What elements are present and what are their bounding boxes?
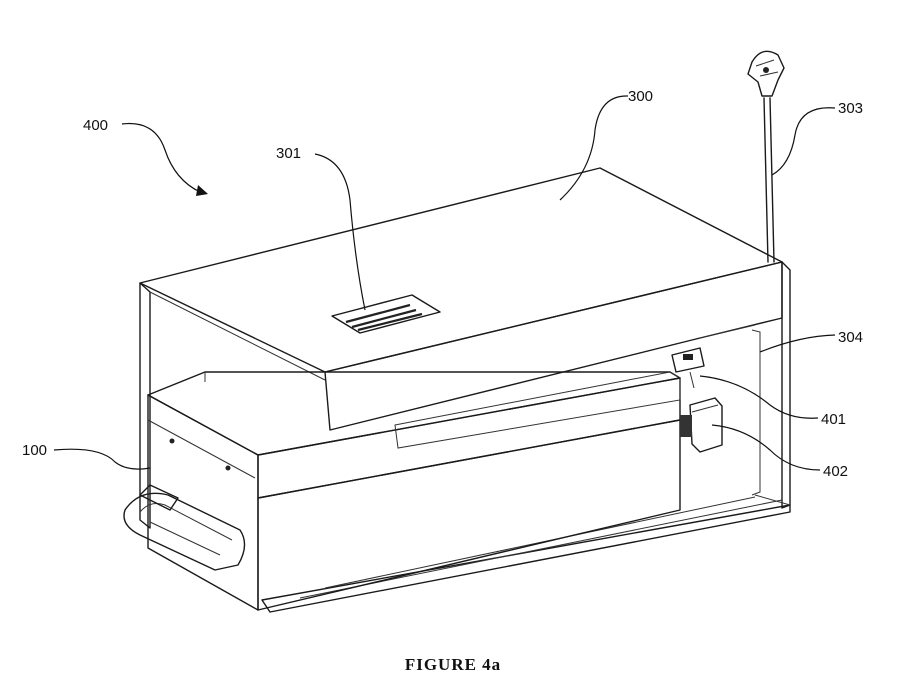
leader-lines xyxy=(54,96,835,470)
power-cable-303 xyxy=(748,51,784,262)
enclosure-300 xyxy=(140,168,790,612)
ref-label-301: 301 xyxy=(276,145,301,162)
battery-handle xyxy=(124,485,245,570)
ref-label-303: 303 xyxy=(838,100,863,117)
connector-401 xyxy=(672,348,704,388)
ref-label-300: 300 xyxy=(628,88,653,105)
battery-module-100 xyxy=(148,372,680,610)
ref-label-402: 402 xyxy=(823,463,848,480)
vent-301 xyxy=(332,295,440,333)
ref-label-304: 304 xyxy=(838,329,863,346)
ref-label-401: 401 xyxy=(821,411,846,428)
figure-caption: FIGURE 4a xyxy=(0,655,906,675)
ref-label-100: 100 xyxy=(22,442,47,459)
ref-label-400: 400 xyxy=(83,117,108,134)
